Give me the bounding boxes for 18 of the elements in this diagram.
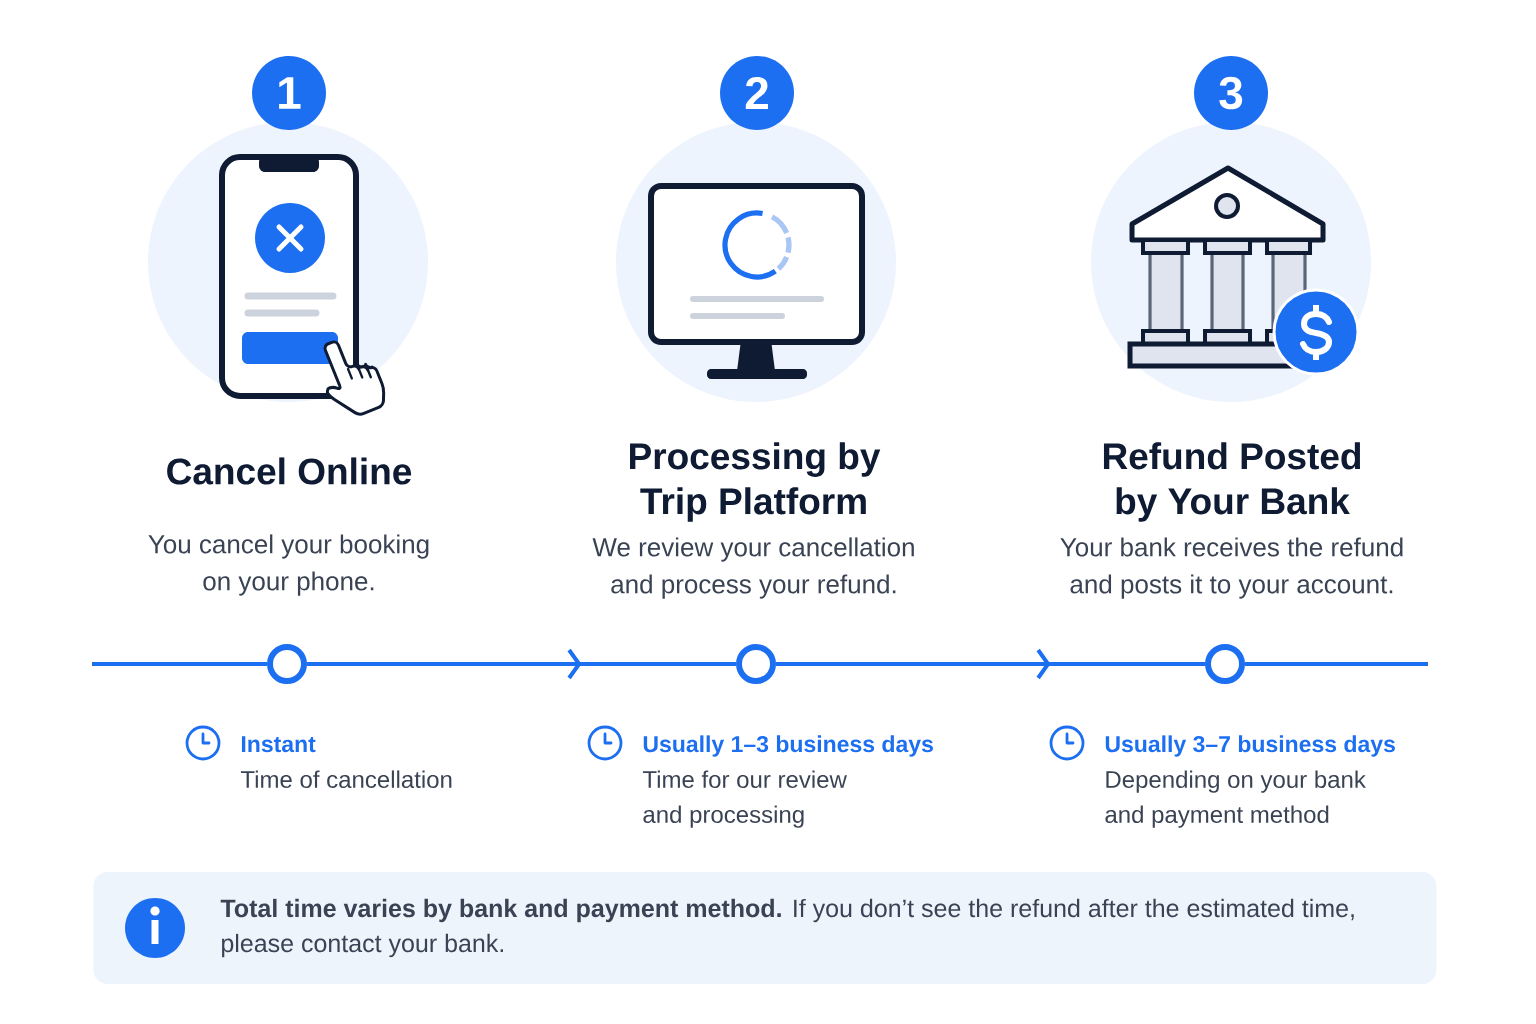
step-description: Your bank receives the refund and posts it to your account. [1060, 537, 1403, 599]
duration-note: Time of cancellation [240, 770, 452, 788]
step-number: 3 [1194, 56, 1268, 130]
timeline-line [92, 662, 267, 666]
duration-note: Time for our review and processing [642, 770, 847, 828]
timeline-marker [267, 644, 307, 684]
step-description: We review your cancellation and process your refund. [592, 537, 914, 599]
info-box: Total time varies by bank and payment method. If you don’t see the refund after the estimated time, please contact your bank. [93, 872, 1437, 984]
step-number: 1 [252, 56, 326, 130]
timeline-marker [1205, 644, 1245, 684]
step-number: 2 [720, 56, 794, 130]
duration-text: Usually 3–7 business days [1105, 735, 1395, 757]
timeline-marker [736, 644, 776, 684]
step-title: Cancel Online [167, 457, 412, 485]
duration-text: Instant [241, 736, 316, 753]
duration-text: Usually 1–3 business days [643, 735, 933, 757]
timeline-line [1245, 662, 1428, 666]
duration-note: Depending on your bank and payment method [1105, 770, 1366, 828]
